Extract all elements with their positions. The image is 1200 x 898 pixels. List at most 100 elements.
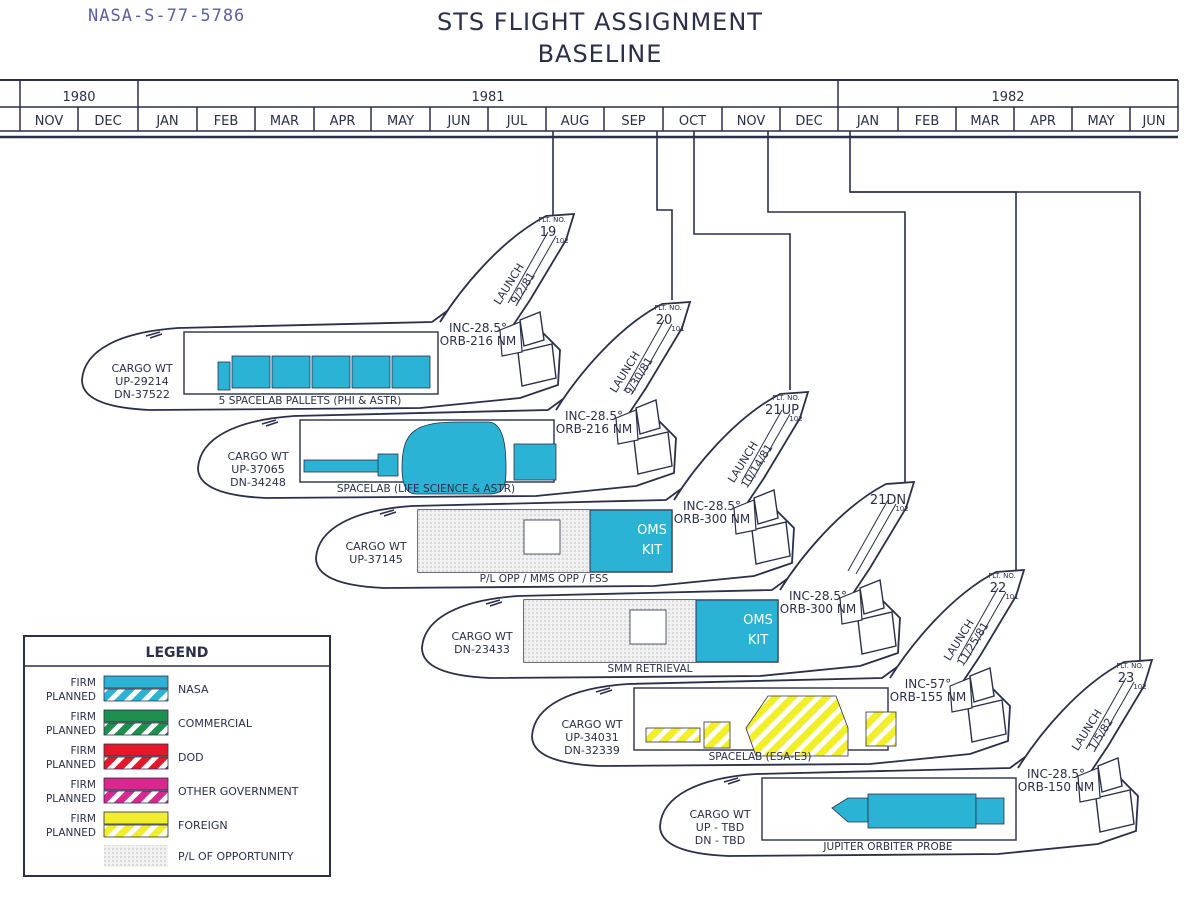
oms-kit-label: OMS	[637, 523, 667, 538]
probe-adapter	[975, 797, 1005, 825]
inclination: INC-28.5°	[1027, 767, 1085, 781]
legend-firm-label: FIRM	[71, 779, 97, 791]
legend-planned-label: PLANNED	[46, 691, 96, 703]
inclination: INC-28.5°	[683, 499, 741, 513]
oms-pod	[635, 399, 661, 435]
opportunity-area	[524, 600, 698, 662]
month-label: MAY	[387, 114, 414, 129]
legend-opportunity-label: P/L OF OPPORTUNITY	[178, 850, 294, 863]
mms-cradle	[523, 519, 561, 555]
month-label: FEB	[214, 114, 239, 129]
cockpit-windows	[145, 331, 163, 339]
flight-number-label: FLT. NO.	[988, 572, 1016, 580]
payload-label: P/L OPP / MMS OPP / FSS	[480, 573, 609, 585]
rudder-lines	[847, 499, 897, 575]
rudder-lines	[507, 231, 557, 307]
legend-planned-label: PLANNED	[46, 725, 96, 737]
legend-planned-label: PLANNED	[46, 827, 96, 839]
cockpit-windows	[723, 777, 741, 785]
legend-firm-label: FIRM	[71, 813, 97, 825]
month-label: FEB	[915, 114, 940, 129]
engine-nozzle	[1095, 789, 1135, 833]
flight-number: 19	[540, 225, 557, 240]
oms-kit	[589, 509, 673, 573]
legend-planned-swatch	[103, 756, 169, 770]
month-label: DEC	[94, 114, 121, 129]
title-line-2: BASELINE	[537, 40, 663, 68]
spacelab-pallet	[231, 355, 271, 389]
cargo-weight-up: UP-34031	[565, 731, 618, 744]
rudder-lines	[741, 409, 791, 485]
engine-nozzle	[733, 499, 757, 535]
engine-nozzle	[949, 677, 973, 713]
orbiter-number: 102	[555, 237, 568, 245]
probe-stack	[867, 793, 977, 829]
rudder-lines	[957, 587, 1007, 663]
orbit-altitude: ORB-216 NM	[556, 422, 632, 436]
flight-number-label: FLT. NO.	[1116, 662, 1144, 670]
legend-firm-label: FIRM	[71, 677, 97, 689]
month-label: SEP	[621, 114, 645, 129]
year-label: 1982	[991, 90, 1024, 105]
oms-pod	[753, 489, 779, 525]
spacelab-module	[745, 695, 849, 757]
month-label: MAY	[1087, 114, 1114, 129]
igloo	[217, 361, 231, 391]
spacelab-pallet	[351, 355, 391, 389]
month-label: JAN	[856, 114, 879, 129]
vertical-tail	[439, 213, 576, 331]
engine-nozzle	[499, 321, 523, 357]
legend-frame	[23, 635, 331, 877]
year-label: 1980	[62, 90, 95, 105]
orbiter-number: 101	[671, 325, 684, 333]
flight-number-label: FLT. NO.	[772, 394, 800, 402]
legend-planned-label: PLANNED	[46, 793, 96, 805]
flight-number-label: FLT. NO.	[654, 304, 682, 312]
cargo-weight-label: CARGO WT	[689, 808, 750, 821]
oms-pod	[969, 667, 995, 703]
legend-title: LEGEND	[146, 645, 209, 661]
legend-planned-label: PLANNED	[46, 759, 96, 771]
tunnel-adapter	[377, 453, 399, 477]
cargo-weight-up: UP-37145	[349, 553, 402, 566]
schedule-lines	[552, 131, 1141, 664]
cargo-weight-up: UP-37065	[231, 463, 284, 476]
mms-cradle	[629, 609, 667, 645]
engine-nozzle	[1077, 767, 1101, 803]
legend-category-label: OTHER GOVERNMENT	[178, 785, 299, 798]
legend-planned-swatch	[103, 722, 169, 736]
payload-label: SPACELAB (LIFE SCIENCE & ASTR)	[337, 483, 515, 495]
cargo-weight-label: CARGO WT	[451, 630, 512, 643]
orbit-altitude: ORB-300 NM	[674, 512, 750, 526]
vertical-tail	[889, 569, 1026, 687]
rudder-lines	[623, 319, 673, 395]
payload-label: JUPITER ORBITER PROBE	[822, 841, 952, 853]
leader-line-21up	[693, 131, 791, 390]
rudder-lines	[1085, 677, 1135, 753]
cargo-weight-label: CARGO WT	[111, 362, 172, 375]
flight-number: 21DN	[870, 493, 906, 508]
cargo-weight-label: CARGO WT	[227, 450, 288, 463]
spacelab-pallet	[513, 443, 557, 481]
spacelab-module	[401, 421, 507, 495]
oms-pod	[1097, 757, 1123, 793]
leader-line-23	[850, 191, 1141, 664]
title-line-1: STS FLIGHT ASSIGNMENT	[437, 8, 763, 36]
payload-label: 5 SPACELAB PALLETS (PHI & ASTR)	[219, 395, 402, 407]
opportunity-area	[418, 510, 592, 572]
engine-nozzle	[839, 589, 863, 625]
legend-planned-swatch	[103, 824, 169, 838]
spacelab-pallet	[311, 355, 351, 389]
doc-id: NASA-S-77-5786	[88, 6, 246, 26]
engine-nozzle	[517, 343, 557, 387]
payload-label: SPACELAB (ESA-E3)	[709, 751, 812, 763]
orbit-altitude: ORB-155 NM	[890, 690, 966, 704]
vertical-tail	[779, 481, 916, 599]
cargo-weight-down: DN - TBD	[695, 834, 745, 847]
legend-firm-swatch	[103, 811, 169, 825]
legend-firm-swatch	[103, 675, 169, 689]
